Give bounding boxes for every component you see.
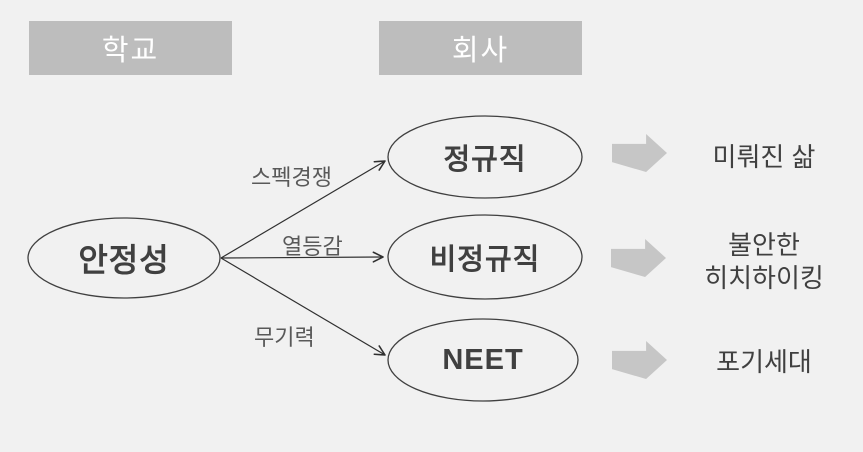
ellipse-regular-job bbox=[387, 115, 583, 199]
arrow-spec-competition bbox=[220, 160, 386, 259]
outcome-line: 불안한 bbox=[728, 230, 800, 260]
ellipse-irregular-job bbox=[387, 214, 583, 300]
outcome-line: 히치하이킹 bbox=[704, 263, 824, 293]
outcome-text-postponed-life: 미뤄진 삶 bbox=[686, 116, 842, 198]
edge-label-inferiority: 열등감 bbox=[282, 234, 343, 259]
arrow-lethargy bbox=[220, 257, 386, 356]
arrow-inferiority bbox=[220, 251, 384, 263]
outcome-text-giveup-generation: 포기세대 bbox=[686, 319, 842, 405]
outcome-text-anxious-hitchhiking: 불안한 히치하이킹 bbox=[680, 216, 848, 308]
node-label-irregular-job: 비정규직 bbox=[429, 244, 541, 276]
node-label-regular-job: 정규직 bbox=[443, 144, 527, 176]
header-box-company: 회사 bbox=[379, 21, 582, 75]
outcome-line: 미뤄진 삶 bbox=[712, 141, 816, 172]
node-label-stability: 안정성 bbox=[78, 242, 170, 278]
header-box-school: 학교 bbox=[29, 21, 232, 75]
ellipse-stability bbox=[27, 217, 221, 299]
node-label-neet: NEET bbox=[442, 343, 524, 376]
edge-label-spec-competition: 스펙경쟁 bbox=[251, 165, 332, 190]
edge-label-lethargy: 무기력 bbox=[254, 325, 315, 350]
ellipse-neet bbox=[387, 318, 579, 402]
outcome-line: 포기세대 bbox=[716, 346, 812, 377]
